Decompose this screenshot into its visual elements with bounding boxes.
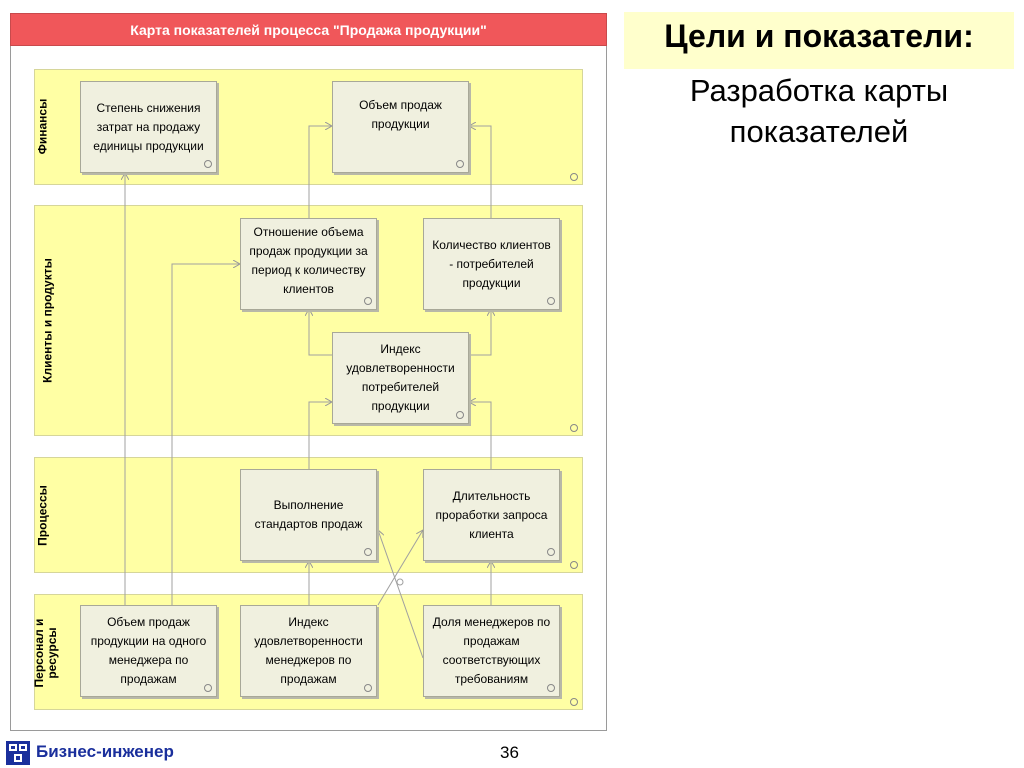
node-marker xyxy=(204,160,212,168)
lane-marker xyxy=(570,698,578,706)
link-count-to-volume xyxy=(469,126,492,218)
node-satisfaction-index[interactable]: Индекс удовлетворенности потребителей пр… xyxy=(332,332,469,424)
node-marker xyxy=(364,548,372,556)
link-mgr-satisfaction-to-duration xyxy=(377,530,423,606)
node-label: Индекс удовлетворенности потребителей пр… xyxy=(346,342,455,413)
node-marker xyxy=(456,411,464,419)
slide-subheading: Разработка карты показателей xyxy=(689,73,949,149)
slide-heading: Цели и показатели: xyxy=(664,18,974,54)
lane-marker xyxy=(570,424,578,432)
link-standards-to-satisfaction xyxy=(308,402,332,469)
node-marker xyxy=(204,684,212,692)
node-marker xyxy=(364,684,372,692)
node-label: Длительность проработки запроса клиента xyxy=(435,488,548,541)
node-marker xyxy=(456,160,464,168)
link-manager-to-client-ratio xyxy=(171,264,240,605)
node-client-count[interactable]: Количество клиентов - потребителей проду… xyxy=(423,218,560,310)
node-marker xyxy=(547,684,555,692)
node-marker xyxy=(547,297,555,305)
node-qualified-managers[interactable]: Доля менеджеров по продажам соответствую… xyxy=(423,605,560,697)
node-label: Отношение объема продаж продукции за пер… xyxy=(249,225,368,296)
lane-marker xyxy=(570,173,578,181)
node-label: Индекс удовлетворенности менеджеров по п… xyxy=(254,615,363,686)
link-satisfaction-to-count xyxy=(469,309,491,356)
node-request-duration[interactable]: Длительность проработки запроса клиента xyxy=(423,469,560,561)
node-cost-reduction[interactable]: Степень снижения затрат на продажу едини… xyxy=(80,81,217,173)
node-label: Количество клиентов - потребителей проду… xyxy=(432,237,551,290)
node-marker xyxy=(364,297,372,305)
lane-marker xyxy=(570,561,578,569)
brand-name: Бизнес-инженер xyxy=(36,742,174,761)
link-qualified-to-standards xyxy=(378,530,424,659)
link-ratio-to-volume xyxy=(308,126,332,218)
company-logo-icon xyxy=(6,741,30,765)
diagram-title: Карта показателей процесса "Продажа прод… xyxy=(10,13,607,46)
node-manager-satisfaction[interactable]: Индекс удовлетворенности менеджеров по п… xyxy=(240,605,377,697)
node-label: Доля менеджеров по продажам соответствую… xyxy=(432,615,551,686)
node-sales-per-manager[interactable]: Объем продаж продукции на одного менедже… xyxy=(80,605,217,697)
link-satisfaction-to-ratio xyxy=(309,309,332,356)
node-label: Объем продаж продукции xyxy=(359,98,442,131)
node-label: Степень снижения затрат на продажу едини… xyxy=(93,100,204,153)
heading-highlight xyxy=(624,12,1014,69)
crossing-marker xyxy=(396,578,404,586)
node-label: Выполнение стандартов продаж xyxy=(254,498,363,531)
node-label: Объем продаж продукции на одного менедже… xyxy=(90,615,207,686)
node-marker xyxy=(547,548,555,556)
node-standards-compliance[interactable]: Выполнение стандартов продаж xyxy=(240,469,377,561)
node-sales-per-client[interactable]: Отношение объема продаж продукции за пер… xyxy=(240,218,377,310)
link-duration-to-satisfaction xyxy=(469,402,492,469)
page-number: 36 xyxy=(500,743,519,762)
node-sales-volume[interactable]: Объем продаж продукции xyxy=(332,81,469,173)
